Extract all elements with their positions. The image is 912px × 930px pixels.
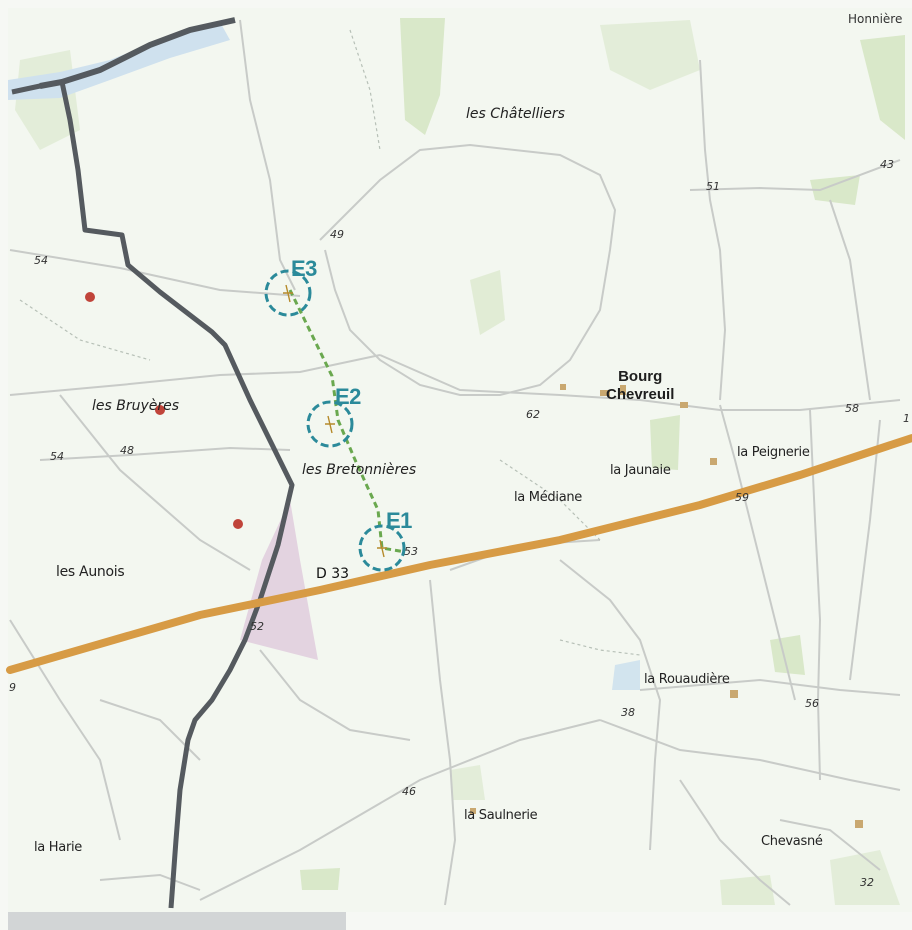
town-label-bourg-chevreuil: Bourg Chevreuil	[606, 368, 674, 404]
turbine-label-e2[interactable]: E2	[335, 384, 361, 409]
place-label-bretonnieres: les Bretonnières	[302, 462, 417, 478]
elevation-label: 49	[330, 228, 344, 241]
place-label-rouaudiere: la Rouaudière	[644, 672, 730, 687]
turbine-label-e1[interactable]: E1	[386, 508, 412, 533]
turbine-markers	[264, 269, 406, 572]
elevation-label: 56	[805, 697, 819, 710]
elevation-label: 58	[845, 402, 859, 415]
place-label-mediane: la Médiane	[514, 490, 582, 505]
elevation-label: 54	[34, 254, 48, 267]
place-label-harie: la Harie	[34, 840, 83, 855]
elevation-label: 51	[706, 180, 720, 193]
tracks-layer	[19, 29, 641, 656]
town-label-line2: Chevreuil	[606, 386, 675, 403]
place-label-peignerie: la Peignerie	[737, 445, 810, 460]
elevation-label: 43	[880, 158, 894, 171]
wind-turbine-icon	[283, 284, 387, 558]
elevation-label: 46	[402, 785, 416, 798]
place-label-chatelliers: les Châtelliers	[466, 106, 565, 122]
elevation-label: 53	[404, 545, 418, 558]
elevation-label: 38	[621, 706, 635, 719]
highway-d33	[6, 434, 912, 674]
elevation-label: 32	[860, 876, 874, 889]
bottom-scale-bar	[8, 912, 346, 930]
place-label-saulnerie: la Saulnerie	[464, 808, 538, 823]
road-label-d33: D 33	[316, 566, 350, 582]
place-label-corner-top: Honnière	[848, 12, 903, 26]
place-label-jaunaie: la Jaunaie	[610, 463, 671, 478]
elevation-label: 52	[250, 620, 264, 633]
hatched-area	[240, 500, 318, 660]
elevation-label: 54	[50, 450, 64, 463]
place-label-bruyeres: les Bruyères	[92, 398, 180, 414]
turbine-link	[288, 289, 406, 554]
place-label-aunois: les Aunois	[56, 564, 125, 580]
elevation-label: 59	[735, 491, 749, 504]
turbine-label-e3[interactable]: E3	[291, 256, 317, 281]
elevation-label: 62	[526, 408, 540, 421]
settlement-dots	[470, 384, 863, 828]
elevation-label: 9	[9, 681, 16, 694]
elevation-label: 1	[903, 412, 910, 425]
point-marker-icon	[85, 292, 243, 529]
town-label-line1: Bourg	[618, 368, 663, 385]
power-line	[11, 79, 295, 909]
place-label-chevasne: Chevasné	[761, 834, 823, 849]
elevation-label: 48	[120, 444, 134, 457]
